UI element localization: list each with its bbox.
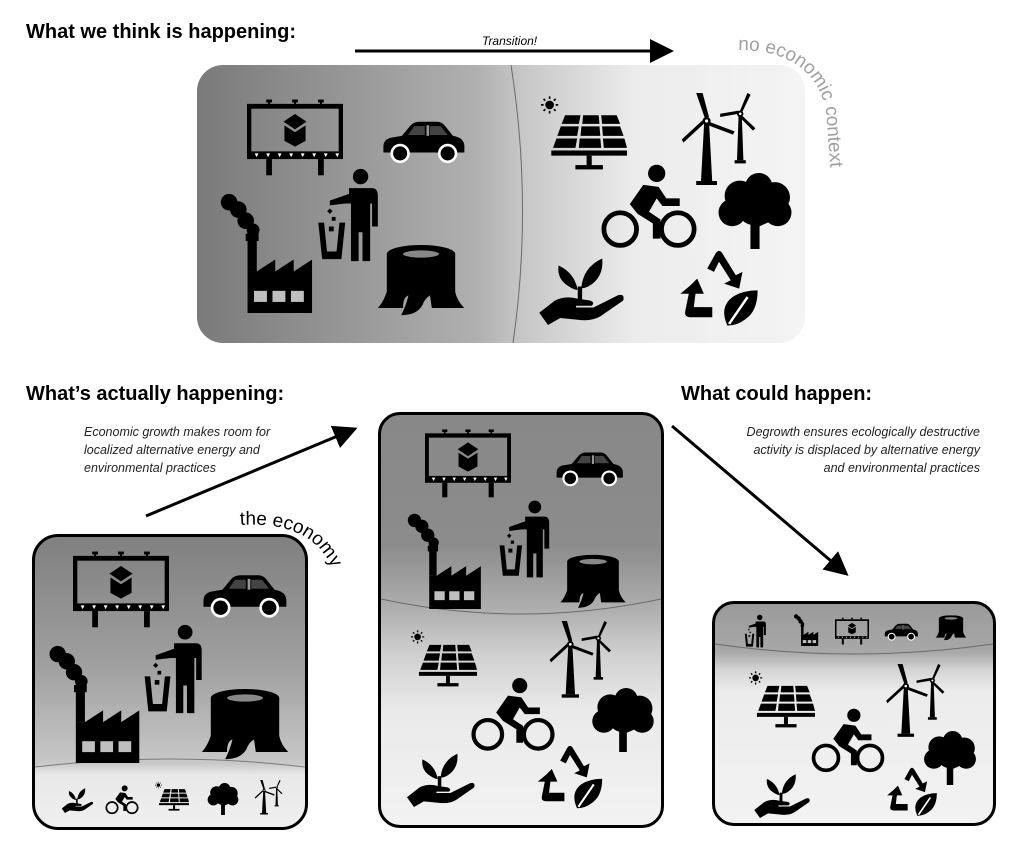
littering-person-icon [497, 499, 555, 579]
caption-line: environmental practices [84, 461, 217, 475]
car-icon [883, 622, 919, 642]
caption-degrowth: Degrowth ensures ecologically destructiv… [747, 423, 980, 477]
panel-degrowth [712, 601, 996, 826]
growth-arrow [145, 425, 358, 518]
plant-in-hand-icon [537, 255, 629, 325]
transition-label: Transition! [482, 34, 538, 48]
wind-turbines-icon [879, 664, 949, 740]
solar-panel-icon [155, 781, 189, 813]
degrowth-arrow [671, 424, 849, 576]
caption-line: localized alternative energy and [84, 443, 260, 457]
plant-in-hand-icon [751, 772, 815, 818]
heading-whats-actually-happening: What’s actually happening: [26, 383, 285, 405]
heading-what-we-think: What we think is happening: [26, 21, 296, 43]
tree-stump-icon [199, 689, 291, 761]
car-icon [553, 449, 625, 489]
factory-icon [791, 614, 821, 646]
billboard-icon [425, 421, 511, 505]
panel-actual-economy [32, 534, 308, 830]
plant-in-hand-icon [407, 751, 477, 807]
heading-what-could-happen: What could happen: [681, 383, 873, 405]
billboard-icon [835, 614, 869, 648]
plant-in-hand-icon [61, 787, 95, 813]
car-icon [379, 119, 467, 165]
caption-economic-growth: Economic growth makes room for localized… [84, 423, 270, 477]
panel-what-we-think [197, 65, 805, 343]
caption-line: Economic growth makes room for [84, 425, 271, 439]
cyclist-icon [105, 785, 139, 815]
tree-icon [207, 783, 239, 815]
recycle-leaf-icon [885, 764, 939, 818]
solar-panel-icon [411, 627, 477, 693]
cyclist-icon [601, 163, 697, 251]
tree-icon [717, 173, 793, 249]
car-icon [199, 573, 289, 619]
tree-stump-icon [375, 245, 467, 317]
caption-line: and environmental practices [823, 461, 980, 475]
cyclist-icon [811, 708, 885, 774]
recycle-leaf-icon [677, 245, 761, 329]
tree-stump-icon [559, 553, 627, 611]
factory-icon [39, 645, 149, 763]
caption-line: Degrowth ensures ecologically destructiv… [746, 425, 980, 439]
wind-turbines-icon [253, 779, 283, 817]
billboard-icon [73, 543, 169, 635]
solar-panel-icon [749, 670, 815, 732]
caption-line: activity is displaced by alternative ene… [753, 443, 980, 457]
recycle-leaf-icon [535, 741, 605, 811]
factory-icon [211, 193, 321, 313]
panel-growth [378, 412, 664, 828]
littering-person-icon [743, 614, 769, 648]
factory-icon [399, 513, 489, 609]
tree-stump-icon [935, 614, 967, 642]
